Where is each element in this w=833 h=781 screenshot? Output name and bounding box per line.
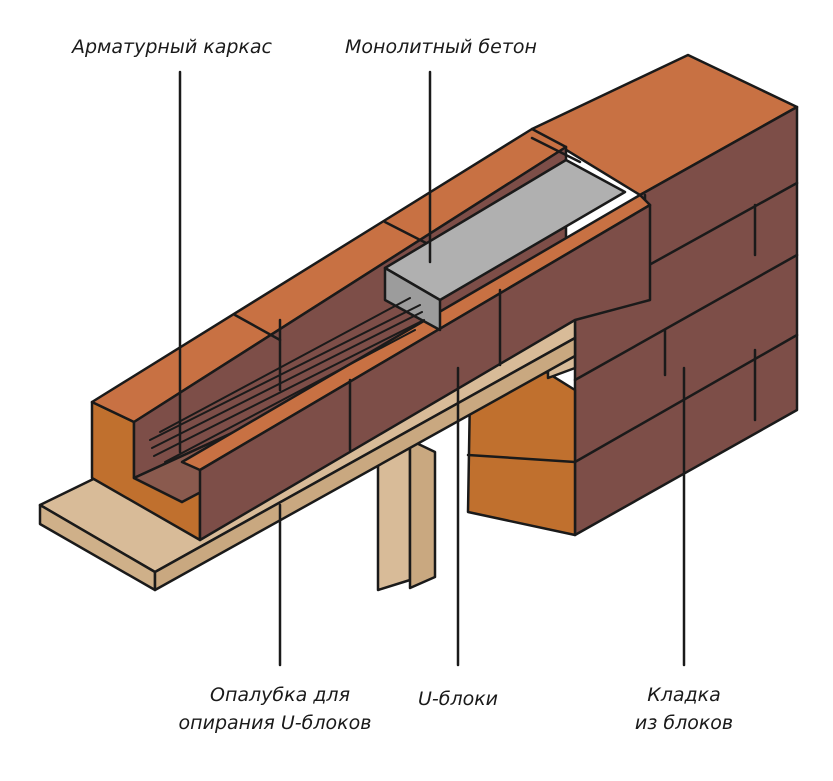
concrete-fill <box>383 158 627 332</box>
masonry-wall <box>466 53 799 537</box>
rebar-cage <box>149 297 425 463</box>
label-masonry-line2: из блоков <box>634 712 734 734</box>
u-block-front <box>198 203 652 542</box>
label-rebar-cage: Арматурный каркас <box>72 36 272 58</box>
label-formwork-line2: опирания U-блоков <box>178 712 372 734</box>
label-monolithic-concrete: Монолитный бетон <box>345 36 537 58</box>
label-u-blocks: U-блоки <box>417 688 499 710</box>
label-formwork-line1: Опалубка для <box>210 684 350 706</box>
label-masonry-line1: Кладка <box>647 684 721 706</box>
leader-lines <box>178 70 686 667</box>
